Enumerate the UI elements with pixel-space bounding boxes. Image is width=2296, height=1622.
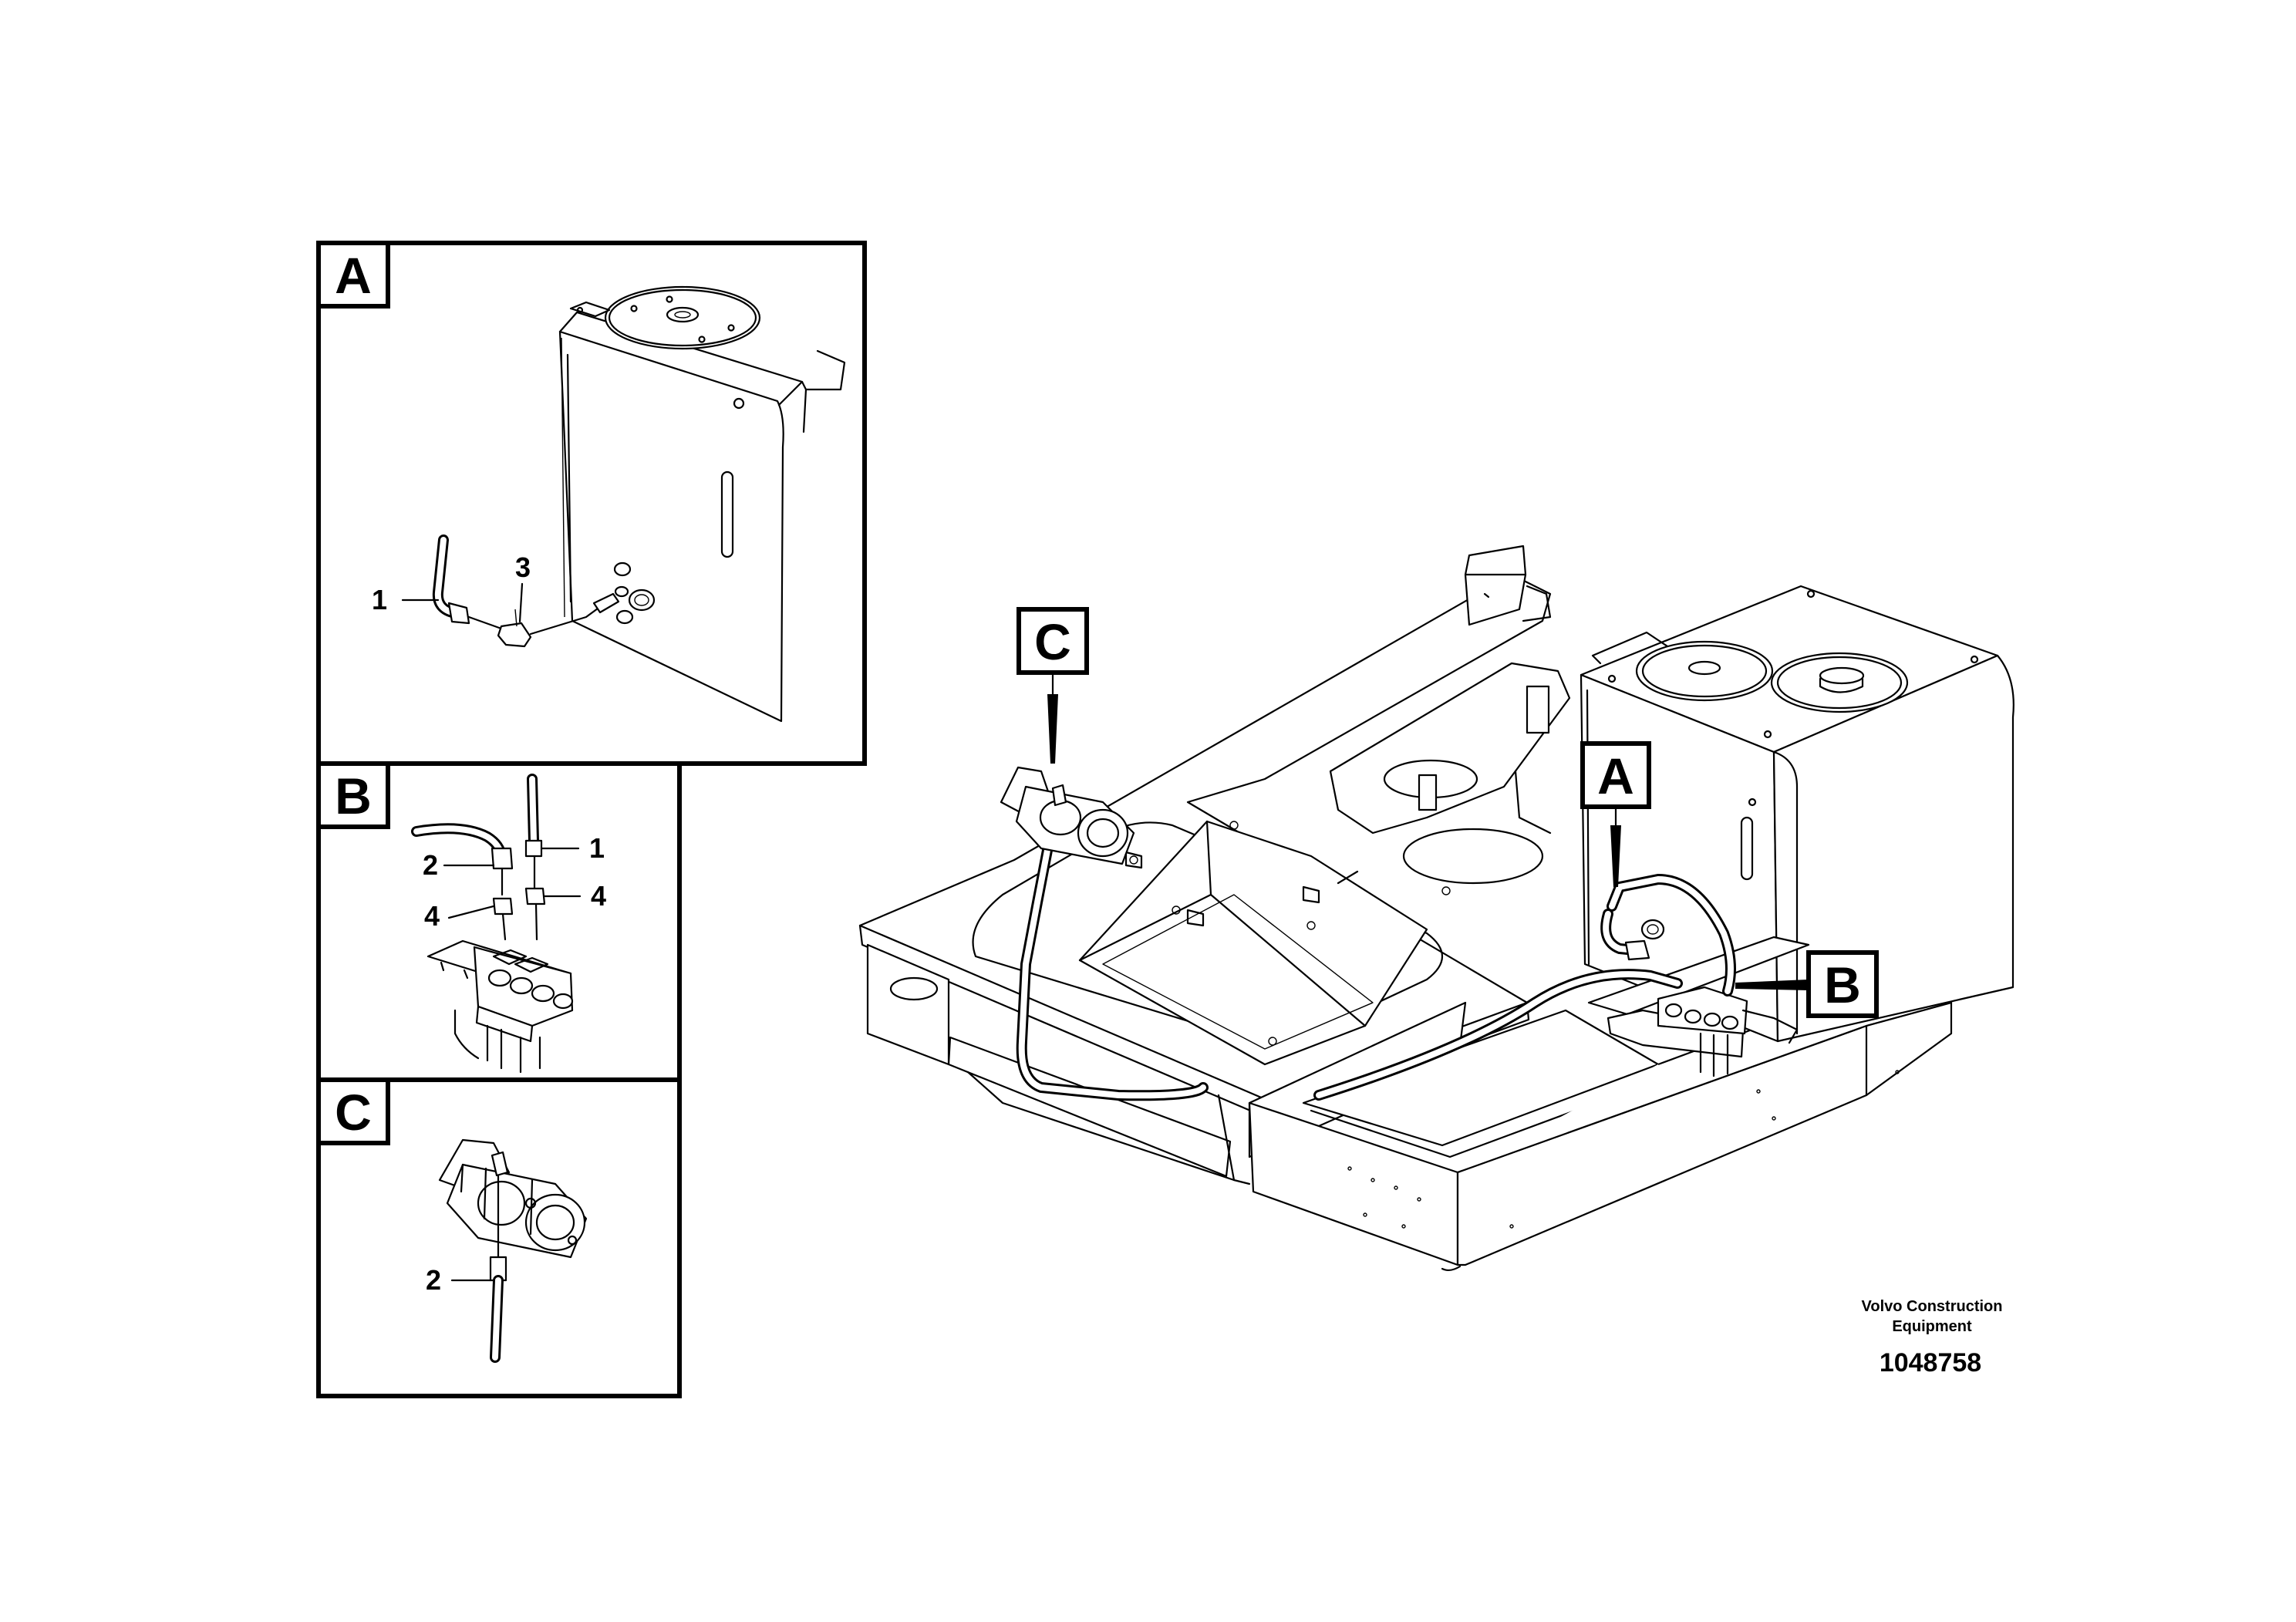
control-valve-main: [1587, 936, 1810, 1077]
caption-block: Volvo Construction Equipment 1048758: [1862, 1298, 2003, 1378]
sight-gauge-a: [720, 470, 734, 558]
main-tag-a: A: [1597, 747, 1634, 804]
drawing-number: 1048758: [1880, 1348, 1981, 1378]
callout-2-c: 2: [426, 1264, 441, 1296]
hose-assembly-c: [489, 1174, 507, 1363]
main-assembly-view: [858, 545, 2014, 1272]
control-valve-b: [426, 939, 574, 1074]
hydraulic-tank-detail-a: [558, 285, 846, 723]
main-tag-box-c: [1017, 607, 1089, 675]
hose-assembly-a: [432, 534, 620, 648]
caption-company-line1: Volvo Construction: [1862, 1298, 2003, 1315]
callout-2-b: 2: [423, 849, 438, 881]
callout-1-a: 1: [372, 584, 387, 615]
detail-view-c: C 2: [316, 1077, 682, 1398]
sight-gauge-main: [1740, 816, 1754, 881]
detail-a-tag: A: [335, 247, 372, 304]
hydraulic-pump-main: [1000, 766, 1135, 865]
main-tag-c: C: [1034, 613, 1071, 670]
callout-4-left-b: 4: [424, 900, 440, 932]
leader-4-left-b: [447, 905, 495, 919]
callout-4-right-b: 4: [591, 880, 606, 912]
caption-company-line2: Equipment: [1892, 1318, 1972, 1335]
hose-routing-main: [1016, 797, 1736, 1101]
main-callout-a: A: [1580, 741, 1651, 887]
leader-3-a: [518, 582, 524, 623]
main-callout-c: C: [1017, 607, 1089, 764]
detail-view-b: B: [316, 761, 682, 1082]
callout-1-b: 1: [589, 832, 605, 864]
detail-b-tag-box: [316, 761, 390, 829]
callout-3-a: 3: [515, 551, 531, 583]
main-tag-box-a: [1580, 741, 1651, 809]
main-callout-b: B: [1735, 950, 1879, 1018]
hose-assembly-b: [411, 774, 546, 941]
hydraulic-pump-c: [438, 1138, 588, 1259]
detail-view-a: A: [316, 241, 867, 766]
detail-c-tag: C: [335, 1084, 372, 1141]
detail-b-tag: B: [335, 767, 372, 824]
main-tag-b: B: [1824, 956, 1861, 1013]
detail-c-frame: [316, 1077, 682, 1398]
detail-a-tag-box: [316, 241, 390, 309]
detail-c-tag-box: [316, 1077, 390, 1145]
